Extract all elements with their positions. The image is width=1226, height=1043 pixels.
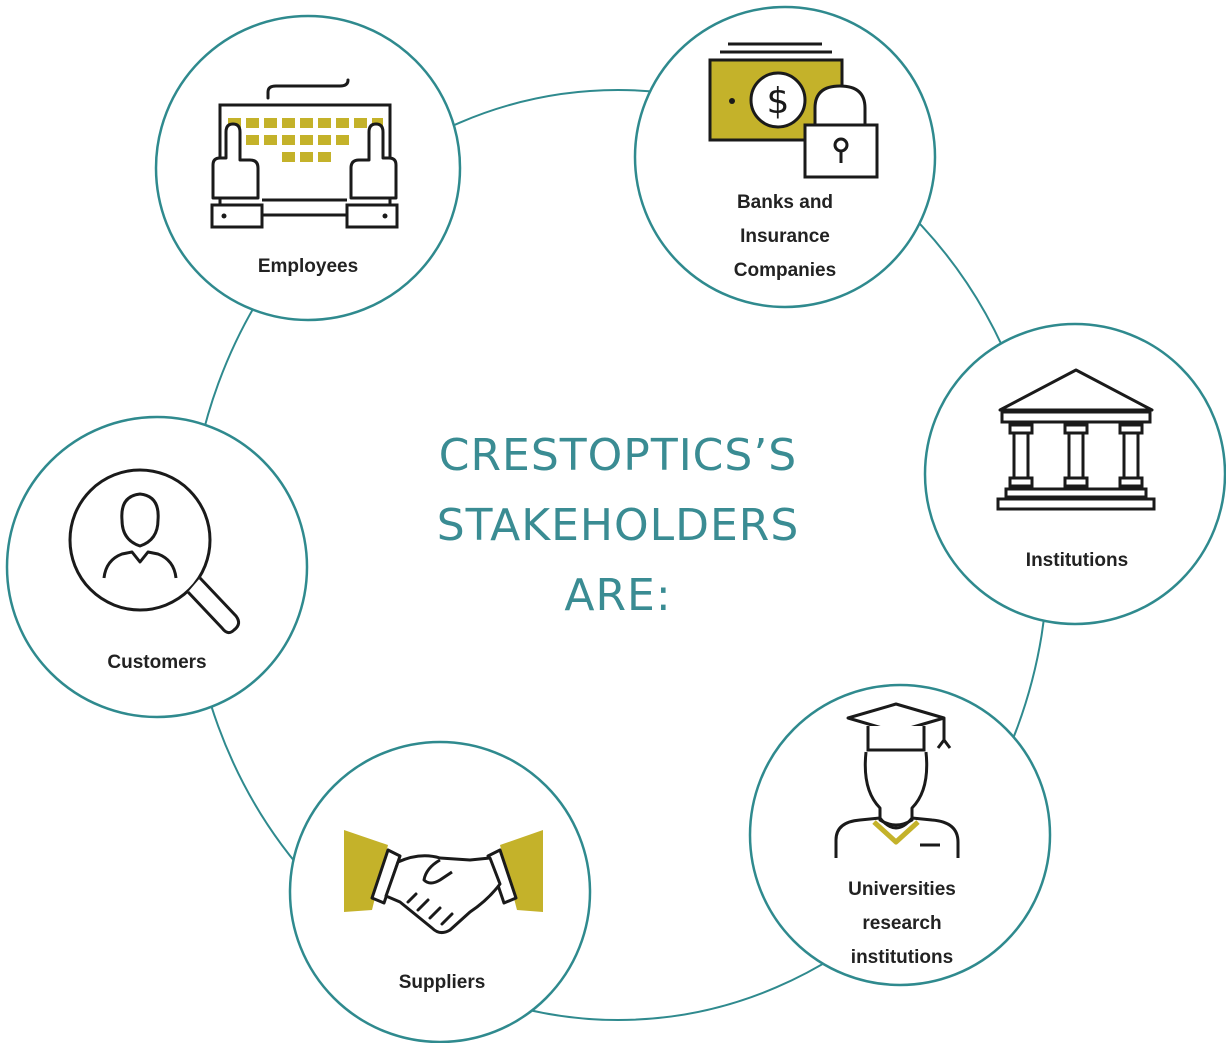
node-customers: Customers (5, 415, 309, 719)
title-line-1: CRESTOPTICS’S (439, 430, 798, 481)
node-label-line: Companies (734, 260, 836, 281)
government-building-icon (996, 368, 1156, 511)
node-label-line: Customers (107, 652, 206, 673)
node-label-line: institutions (851, 947, 953, 968)
node-label-line: Institutions (1026, 550, 1128, 571)
node-institutions: Institutions (923, 322, 1226, 626)
node-label-line: Banks and (737, 192, 833, 213)
node-label-line: Employees (258, 256, 358, 277)
node-banks: $ Banks and Insurance Companies (633, 5, 937, 309)
node-label-line: Insurance (740, 226, 830, 247)
title-line-3: ARE: (564, 570, 671, 621)
title-line-2: STAKEHOLDERS (437, 500, 800, 551)
handshake-icon (344, 830, 543, 935)
graduate-icon (834, 702, 960, 858)
node-label-line: Universities (848, 879, 956, 900)
node-employees: Employees (154, 14, 462, 322)
node-suppliers: Suppliers (288, 740, 592, 1043)
svg-text:$: $ (767, 81, 790, 122)
node-universities: Universities research institutions (748, 683, 1052, 987)
money-lock-icon: $ (708, 42, 879, 179)
node-circle (154, 14, 462, 322)
customer-search-icon (68, 468, 241, 635)
keyboard-hands-icon (210, 78, 399, 229)
node-label-line: Suppliers (399, 972, 486, 993)
node-label-line: research (862, 913, 941, 934)
center-title: CRESTOPTICS’S STAKEHOLDERS ARE: (437, 430, 800, 621)
